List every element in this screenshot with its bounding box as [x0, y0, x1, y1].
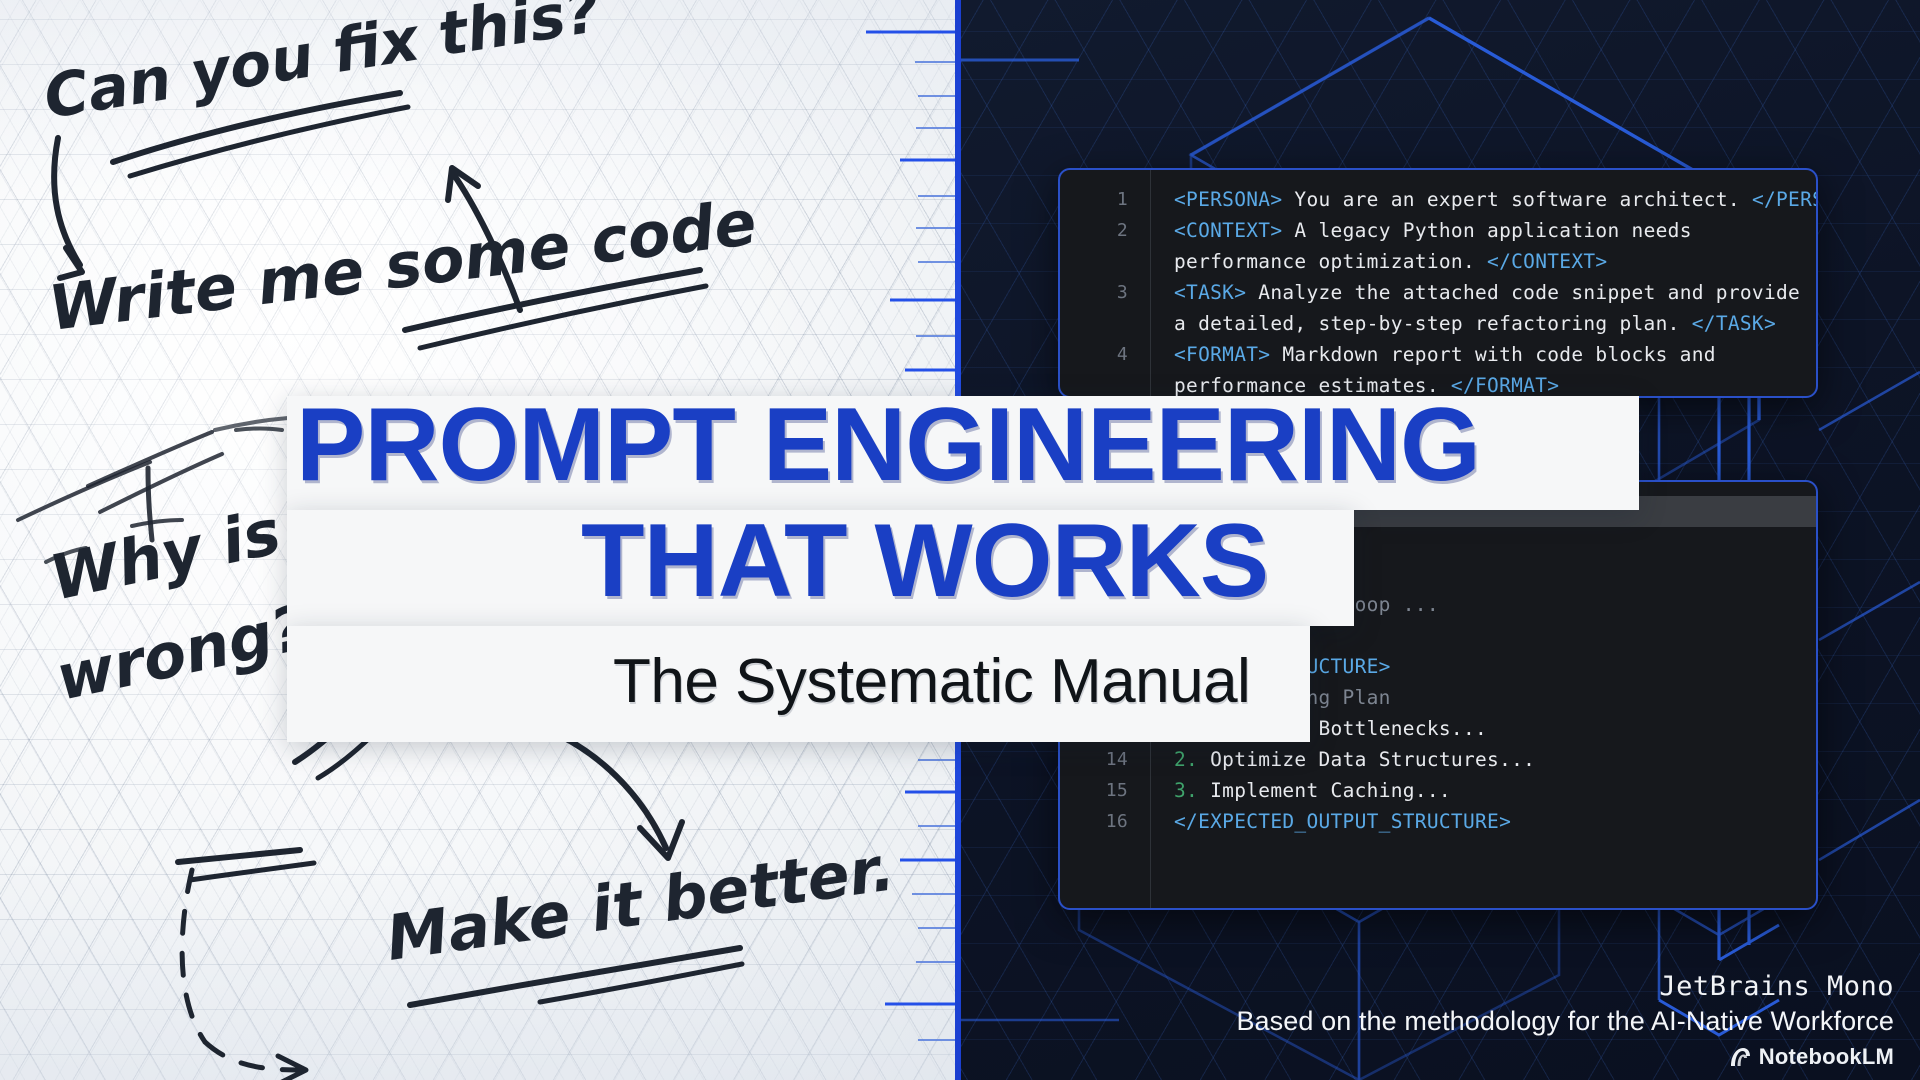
title-bg-block-2	[287, 510, 1354, 626]
note2-underline-b	[417, 283, 709, 351]
line-number: 4	[1116, 344, 1128, 365]
arrow-dashed	[179, 867, 309, 1080]
code-line: 1 <PERSONA> You are an expert software ar…	[1060, 184, 1816, 215]
line-number: 16	[1105, 811, 1128, 832]
arrow2-head	[445, 165, 481, 203]
arrow-dashed-head	[275, 1053, 309, 1080]
code-content: 3. Implement Caching...	[1174, 779, 1451, 802]
arrow1-head	[57, 245, 85, 281]
code-line: 3 <TASK> Analyze the attached code snippe…	[1060, 277, 1816, 308]
code-line: 4 <FORMAT> Markdown report with code bloc…	[1060, 339, 1816, 370]
arrow-dashed-shaft2	[202, 1039, 303, 1073]
brand-name: NotebookLM	[1758, 1044, 1894, 1069]
prompt-code-card-top[interactable]: 1 <PERSONA> You are an expert software ar…	[1058, 168, 1818, 398]
code-line: 14 2. Optimize Data Structures...	[1060, 744, 1816, 775]
arrow3-head	[637, 819, 685, 861]
brand-lockup: NotebookLM	[1236, 1044, 1894, 1070]
code-content: <FORMAT> Markdown report with code block…	[1174, 343, 1716, 366]
code-lines-top: 1 <PERSONA> You are an expert software ar…	[1060, 170, 1816, 397]
arrow-curved-down-left	[51, 135, 85, 281]
note2-underline-a	[402, 267, 703, 333]
methodology-line: Based on the methodology for the AI-Nati…	[1236, 1006, 1894, 1036]
code-content: 2. Optimize Data Structures...	[1174, 748, 1536, 771]
code-line: performance optimization. </CONTEXT>	[1060, 246, 1816, 277]
gutter-divider	[1150, 170, 1151, 396]
line-number: 2	[1116, 220, 1128, 241]
code-line: a detailed, step-by-step refactoring pla…	[1060, 308, 1816, 339]
code-line: performance estimates. </FORMAT>	[1060, 370, 1816, 397]
arrow-dashed-shaft	[179, 867, 208, 1045]
font-credit: JetBrains Mono	[1659, 971, 1894, 1002]
title-line-2: THAT WORKS	[581, 503, 1269, 619]
code-content: <TASK> Analyze the attached code snippet…	[1174, 281, 1801, 304]
note1-underline-b	[127, 104, 411, 179]
subtitle-bg-block	[287, 626, 1310, 742]
subtitle: The Systematic Manual	[613, 647, 1251, 716]
note4-underline-b	[187, 860, 317, 883]
arrow1-shaft	[51, 135, 83, 268]
line-number: 3	[1116, 282, 1128, 303]
note5-underline-b	[537, 961, 745, 1005]
code-content: performance estimates. </FORMAT>	[1174, 374, 1560, 397]
code-content: <CONTEXT> A legacy Python application ne…	[1174, 219, 1692, 242]
note4-underline-a	[175, 847, 303, 865]
code-line: 2 <CONTEXT> A legacy Python application n…	[1060, 215, 1816, 246]
code-content: <PERSONA> You are an expert software arc…	[1174, 188, 1818, 211]
code-line: 15 3. Implement Caching...	[1060, 775, 1816, 806]
notebooklm-logo-icon	[1730, 1048, 1750, 1066]
line-number: 15	[1105, 780, 1128, 801]
code-content: a detailed, step-by-step refactoring pla…	[1174, 312, 1777, 335]
line-number: 1	[1116, 189, 1128, 210]
code-content: performance optimization. </CONTEXT>	[1174, 250, 1608, 273]
arrow2-shaft	[449, 169, 523, 313]
line-number: 14	[1105, 749, 1128, 770]
title-line-1: PROMPT ENGINEERING	[296, 387, 1481, 503]
note5-underline-a	[407, 945, 743, 1008]
code-content: </EXPECTED_OUTPUT_STRUCTURE>	[1174, 810, 1512, 833]
footer: JetBrains Mono Based on the methodology …	[1236, 971, 1894, 1070]
title-bg-block-1	[287, 396, 1639, 510]
code-line: 16 </EXPECTED_OUTPUT_STRUCTURE>	[1060, 806, 1816, 837]
note1-underline-a	[110, 90, 403, 165]
arrow-curved-up-right	[445, 165, 523, 313]
